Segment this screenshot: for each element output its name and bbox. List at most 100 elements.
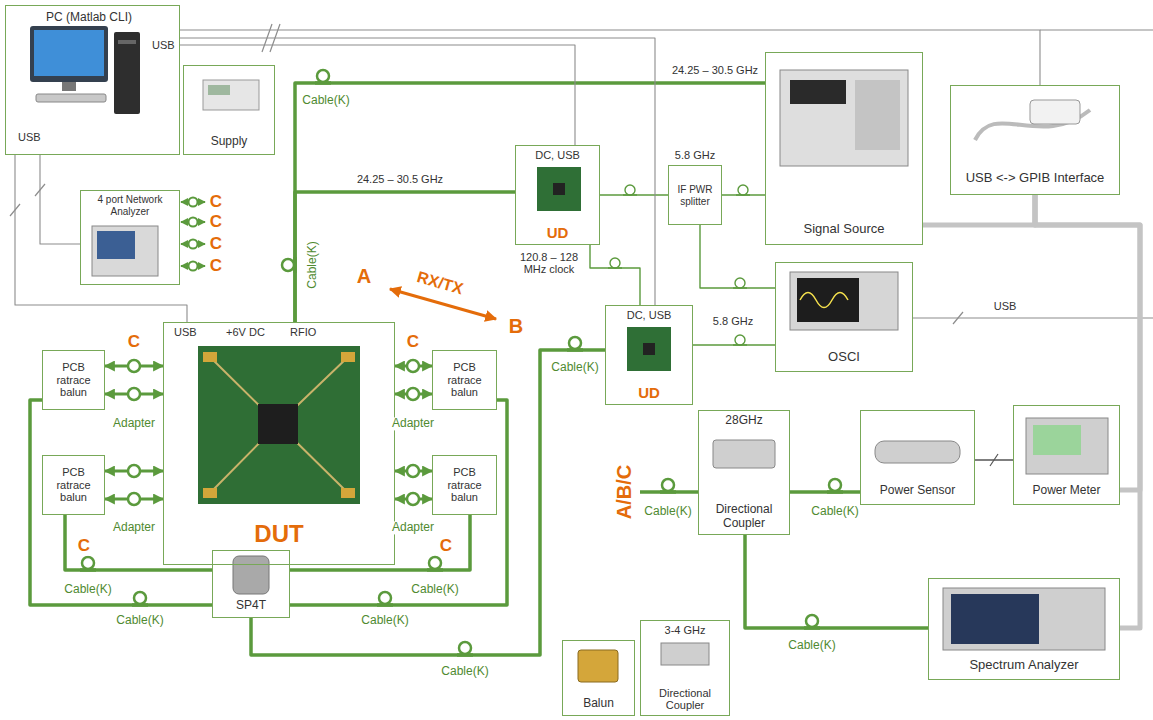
signal-label: 24.25 – 30.5 GHz — [356, 173, 444, 185]
node-label: USB — [152, 39, 175, 52]
meter-display — [1033, 425, 1081, 455]
balun-icon — [578, 650, 618, 682]
port-letter: RX/TX — [414, 268, 466, 298]
signal-label: 5.8 GHz — [712, 315, 754, 327]
cable-label: Cable(K) — [787, 639, 836, 652]
adapter-label: Adapter — [391, 521, 435, 534]
cable-label: Cable(K) — [115, 614, 164, 627]
directional-coupler-box: 3-4 GHzDirectional Coupler — [640, 620, 730, 716]
port-letter: A/B/C — [613, 464, 635, 520]
cable-symbol — [427, 557, 443, 570]
oscilloscope-box: OSCI — [775, 262, 913, 372]
power-meter-box: Power Meter — [1013, 405, 1120, 505]
bus-slash — [35, 184, 45, 196]
node-label: +6V DC — [226, 326, 265, 339]
port-letter: C — [127, 333, 141, 352]
cable-symbol — [733, 278, 747, 288]
rf-cable — [65, 515, 212, 570]
scope-icon — [790, 272, 898, 330]
balun-box: PCB ratrace balun — [432, 350, 497, 410]
converter-box: DC, USBUD — [515, 145, 600, 245]
rf-cable — [295, 192, 515, 322]
rf-cable — [295, 83, 765, 322]
coupler-icon — [713, 440, 775, 468]
usb-line — [40, 155, 80, 244]
analyzer-icon — [943, 588, 1105, 650]
sensor-icon — [875, 441, 960, 463]
adapter-symbol — [189, 240, 198, 249]
cable-label: Cable(K) — [306, 240, 319, 289]
node-label: DC, USB — [609, 309, 689, 322]
signal-label: 24.25 – 30.5 GHz — [671, 64, 759, 76]
computer-box: PC (Matlab CLI)USBUSB — [5, 5, 180, 155]
cable-symbol — [80, 557, 96, 570]
rf-cable — [251, 350, 605, 655]
node-label: Spectrum Analyzer — [932, 658, 1116, 673]
cable-label: Cable(K) — [360, 614, 409, 627]
rf-cable — [30, 400, 212, 605]
generator-display — [790, 80, 846, 104]
node-label: Power Sensor — [864, 484, 971, 498]
balun-box: Balun — [562, 640, 635, 716]
usb-line — [180, 38, 655, 305]
bus-slash — [270, 24, 280, 52]
node-label: Signal Source — [769, 222, 919, 237]
signal-label: USB — [993, 300, 1018, 312]
gpib-bus — [923, 195, 1035, 225]
adapter-symbol — [407, 388, 419, 400]
gpib-bus — [1035, 195, 1140, 628]
monitor-stand — [62, 82, 76, 91]
adapter-label: Adapter — [112, 521, 156, 534]
node-label: SP4T — [216, 599, 286, 613]
cable-label: Cable(K) — [410, 583, 459, 596]
monitor-screen — [34, 30, 104, 76]
adapter-symbol — [189, 198, 198, 207]
scope-screen — [797, 278, 859, 322]
gpib-bus — [1035, 195, 1140, 490]
connector-icon — [203, 352, 217, 362]
power-sensor-box: Power Sensor — [860, 410, 975, 505]
adapter-label: Adapter — [391, 417, 435, 430]
node-label: 3-4 GHz — [644, 624, 726, 637]
bus-slash — [953, 312, 963, 324]
usb-line — [180, 45, 575, 145]
balun-box: PCB ratrace balun — [432, 455, 497, 515]
cable-symbol — [377, 592, 393, 605]
node-label: Balun — [566, 697, 631, 711]
adapter-icon — [1030, 100, 1080, 124]
tower-drive — [118, 40, 136, 44]
part-name: DUT — [167, 520, 391, 548]
adapter-symbol — [128, 493, 140, 505]
cable-symbol — [804, 615, 820, 628]
connector-icon — [203, 488, 217, 498]
power-splitter-box: IF PWR splitter — [668, 165, 722, 225]
port-letter: C — [439, 537, 453, 556]
adapter-symbol — [407, 360, 419, 372]
node-label: PCB ratrace balun — [46, 361, 101, 399]
analyzer-screen — [951, 594, 1039, 644]
connector-icon — [341, 488, 355, 498]
chip-icon — [553, 183, 565, 195]
node-label: 4 port Network Analyzer — [84, 194, 176, 217]
node-label: PCB ratrace balun — [46, 466, 101, 504]
keyboard-icon — [36, 94, 106, 102]
node-label: USB <-> GPIB Interface — [954, 171, 1116, 186]
adapter-symbol — [407, 493, 419, 505]
cable-label: Cable(K) — [63, 583, 112, 596]
adapter-symbol — [189, 262, 198, 271]
cable-label: Cable(K) — [643, 505, 692, 518]
switch-icon — [233, 556, 269, 594]
if-cable — [590, 245, 640, 305]
balun-box: PCB ratrace balun — [42, 350, 105, 410]
node-label: USB — [174, 326, 197, 339]
adapter-symbol — [407, 465, 419, 477]
dut-box: USB+6V DCRFIODUT — [163, 322, 395, 565]
cable-symbol — [315, 70, 331, 83]
part-name: UD — [609, 384, 689, 401]
node-label: Directional Coupler — [702, 503, 786, 531]
port-letter: C — [209, 235, 223, 254]
